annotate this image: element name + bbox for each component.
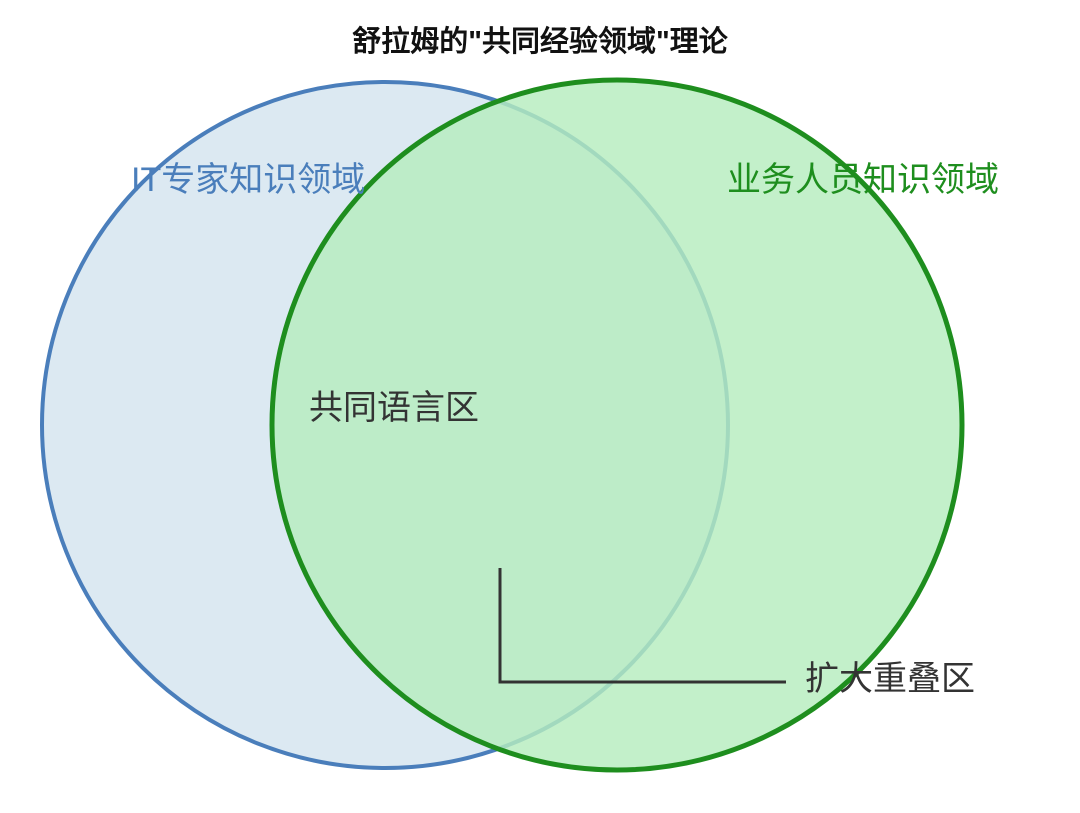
callout-leader-line	[498, 568, 786, 684]
page-title: 舒拉姆的"共同经验领域"理论	[352, 26, 728, 58]
right-circle-label: 业务人员知识领域	[727, 161, 999, 199]
left-circle-label: IT专家知识领域	[131, 161, 366, 199]
right-circle-business-domain	[269, 77, 965, 773]
callout-label: 扩大重叠区	[805, 660, 975, 698]
intersection-label: 共同语言区	[309, 389, 479, 427]
